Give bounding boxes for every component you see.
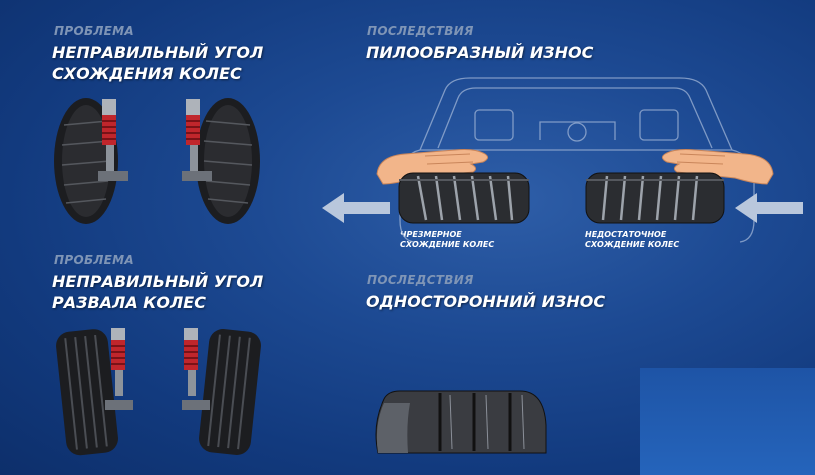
problem-title-camber-line2: РАЗВАЛА КОЛЕС: [52, 293, 206, 312]
arrow-left-icon-2: [735, 193, 803, 223]
problem-title-camber-line1: НЕПРАВИЛЬНЫЙ УГОЛ: [52, 272, 264, 291]
wheel-camber-left: [56, 328, 133, 456]
tread-insufficient-toe: [585, 172, 725, 224]
tread-one-sided-wear: [375, 390, 547, 454]
consequence-kicker-sawtooth: ПОСЛЕДСТВИЯ: [367, 24, 474, 38]
wheel-toe-right: [182, 98, 260, 224]
arrow-left-icon: [322, 193, 390, 223]
consequence-title-onesided: ОДНОСТОРОННИЙ ИЗНОС: [366, 292, 606, 311]
caption-excessive-toe: ЧРЕЗМЕРНОЕ СХОЖДЕНИЕ КОЛЕС: [400, 230, 494, 250]
tread-excessive-toe: [398, 172, 530, 224]
consequence-title-sawtooth: ПИЛООБРАЗНЫЙ ИЗНОС: [366, 43, 594, 62]
wheel-camber-right: [182, 328, 261, 455]
caption-excessive-toe-line2: СХОЖДЕНИЕ КОЛЕС: [400, 240, 495, 249]
right-hand-icon: [661, 149, 774, 185]
caption-excessive-toe-line1: ЧРЕЗМЕРНОЕ: [400, 230, 462, 239]
problem-kicker-toe: ПРОБЛЕМА: [54, 24, 134, 38]
wheel-toe-left: [54, 98, 128, 224]
caption-insufficient-toe: НЕДОСТАТОЧНОЕ СХОЖДЕНИЕ КОЛЕС: [585, 230, 679, 250]
consequence-kicker-onesided: ПОСЛЕДСТВИЯ: [367, 273, 474, 287]
corner-panel: [640, 368, 815, 475]
problem-title-toe-line2: СХОЖДЕНИЯ КОЛЕС: [52, 64, 242, 83]
caption-insufficient-toe-line2: СХОЖДЕНИЕ КОЛЕС: [585, 240, 680, 249]
problem-title-camber: НЕПРАВИЛЬНЫЙ УГОЛ РАЗВАЛА КОЛЕС: [52, 271, 263, 313]
problem-kicker-camber: ПРОБЛЕМА: [54, 253, 134, 267]
problem-title-toe-line1: НЕПРАВИЛЬНЫЙ УГОЛ: [52, 43, 264, 62]
problem-title-toe: НЕПРАВИЛЬНЫЙ УГОЛ СХОЖДЕНИЯ КОЛЕС: [52, 42, 263, 84]
caption-insufficient-toe-line1: НЕДОСТАТОЧНОЕ: [585, 230, 667, 239]
